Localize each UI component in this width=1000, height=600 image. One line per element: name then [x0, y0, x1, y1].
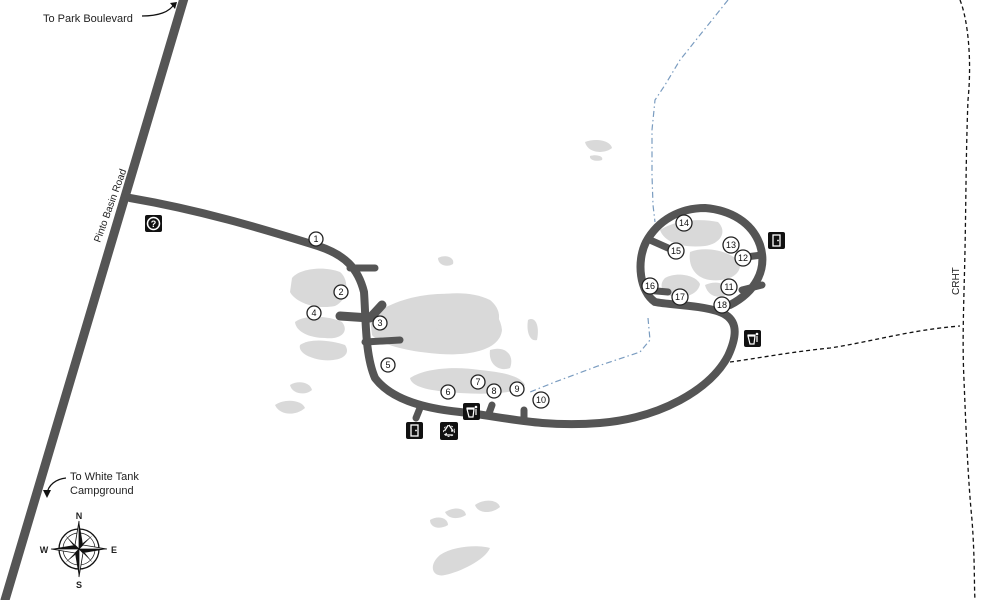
campsite-markers: 1 2 3 4 5 6 7 8 9 10 11 12 13 14 15 16 1… [306, 214, 752, 409]
compass-north: N [76, 511, 83, 521]
campsite-4[interactable]: 4 [306, 305, 322, 321]
campsite-18[interactable]: 18 [713, 296, 731, 314]
campsite-16[interactable]: 16 [641, 277, 659, 295]
campsite-15-number: 15 [671, 246, 681, 256]
restroom-icon[interactable] [406, 422, 423, 439]
campsite-8[interactable]: 8 [486, 383, 502, 399]
campsite-10[interactable]: 10 [532, 391, 550, 409]
campsite-16-number: 16 [645, 281, 655, 291]
campsite-1-number: 1 [313, 234, 318, 244]
compass-west: W [40, 545, 49, 555]
campsite-9-number: 9 [514, 384, 519, 394]
campsite-5-number: 5 [385, 360, 390, 370]
restroom-icon[interactable] [768, 232, 785, 249]
campsite-2-number: 2 [338, 287, 343, 297]
recycling-icon[interactable] [440, 422, 458, 440]
campsite-14[interactable]: 14 [675, 214, 693, 232]
campsite-9[interactable]: 9 [509, 381, 525, 397]
campsite-3[interactable]: 3 [372, 315, 388, 331]
campsite-6[interactable]: 6 [440, 384, 456, 400]
campsite-7[interactable]: 7 [470, 374, 486, 390]
information-icon[interactable]: ? [145, 215, 162, 232]
campsite-17-number: 17 [675, 292, 685, 302]
campsite-8-number: 8 [491, 386, 496, 396]
rock-formations [275, 140, 741, 576]
campsite-6-number: 6 [445, 387, 450, 397]
trash-can-icon[interactable] [463, 403, 480, 420]
park-boulevard-label: To Park Boulevard [43, 13, 133, 25]
campsite-5[interactable]: 5 [380, 357, 396, 373]
campsite-4-number: 4 [311, 308, 316, 318]
campsite-18-number: 18 [717, 300, 727, 310]
white-tank-label-line2: Campground [70, 485, 134, 497]
campsite-12[interactable]: 12 [734, 249, 752, 267]
campsite-17[interactable]: 17 [671, 288, 689, 306]
white-tank-label-line1: To White Tank [70, 471, 139, 483]
connector-trail [729, 325, 961, 363]
trash-can-icon[interactable] [744, 330, 761, 347]
compass-rose: N S E W [40, 511, 117, 590]
campsite-10-number: 10 [536, 395, 546, 405]
campsite-13[interactable]: 13 [722, 236, 740, 254]
crht-label: CRHT [951, 267, 962, 295]
campsite-14-number: 14 [679, 218, 689, 228]
pinto-basin-road [0, 0, 189, 600]
compass-south: S [76, 580, 82, 590]
svg-text:?: ? [151, 219, 157, 229]
campsite-13-number: 13 [726, 240, 736, 250]
compass-east: E [111, 545, 117, 555]
crht-trail [959, 0, 976, 600]
park-boulevard-arrow [141, 3, 175, 17]
campsite-12-number: 12 [738, 253, 748, 263]
campsite-7-number: 7 [475, 377, 480, 387]
campsite-2[interactable]: 2 [333, 284, 349, 300]
campsite-1[interactable]: 1 [308, 231, 324, 247]
campsite-15[interactable]: 15 [667, 242, 685, 260]
wash-trail [529, 0, 729, 393]
campsite-11[interactable]: 11 [720, 278, 738, 296]
campsite-11-number: 11 [724, 282, 733, 292]
campsite-3-number: 3 [377, 318, 382, 328]
